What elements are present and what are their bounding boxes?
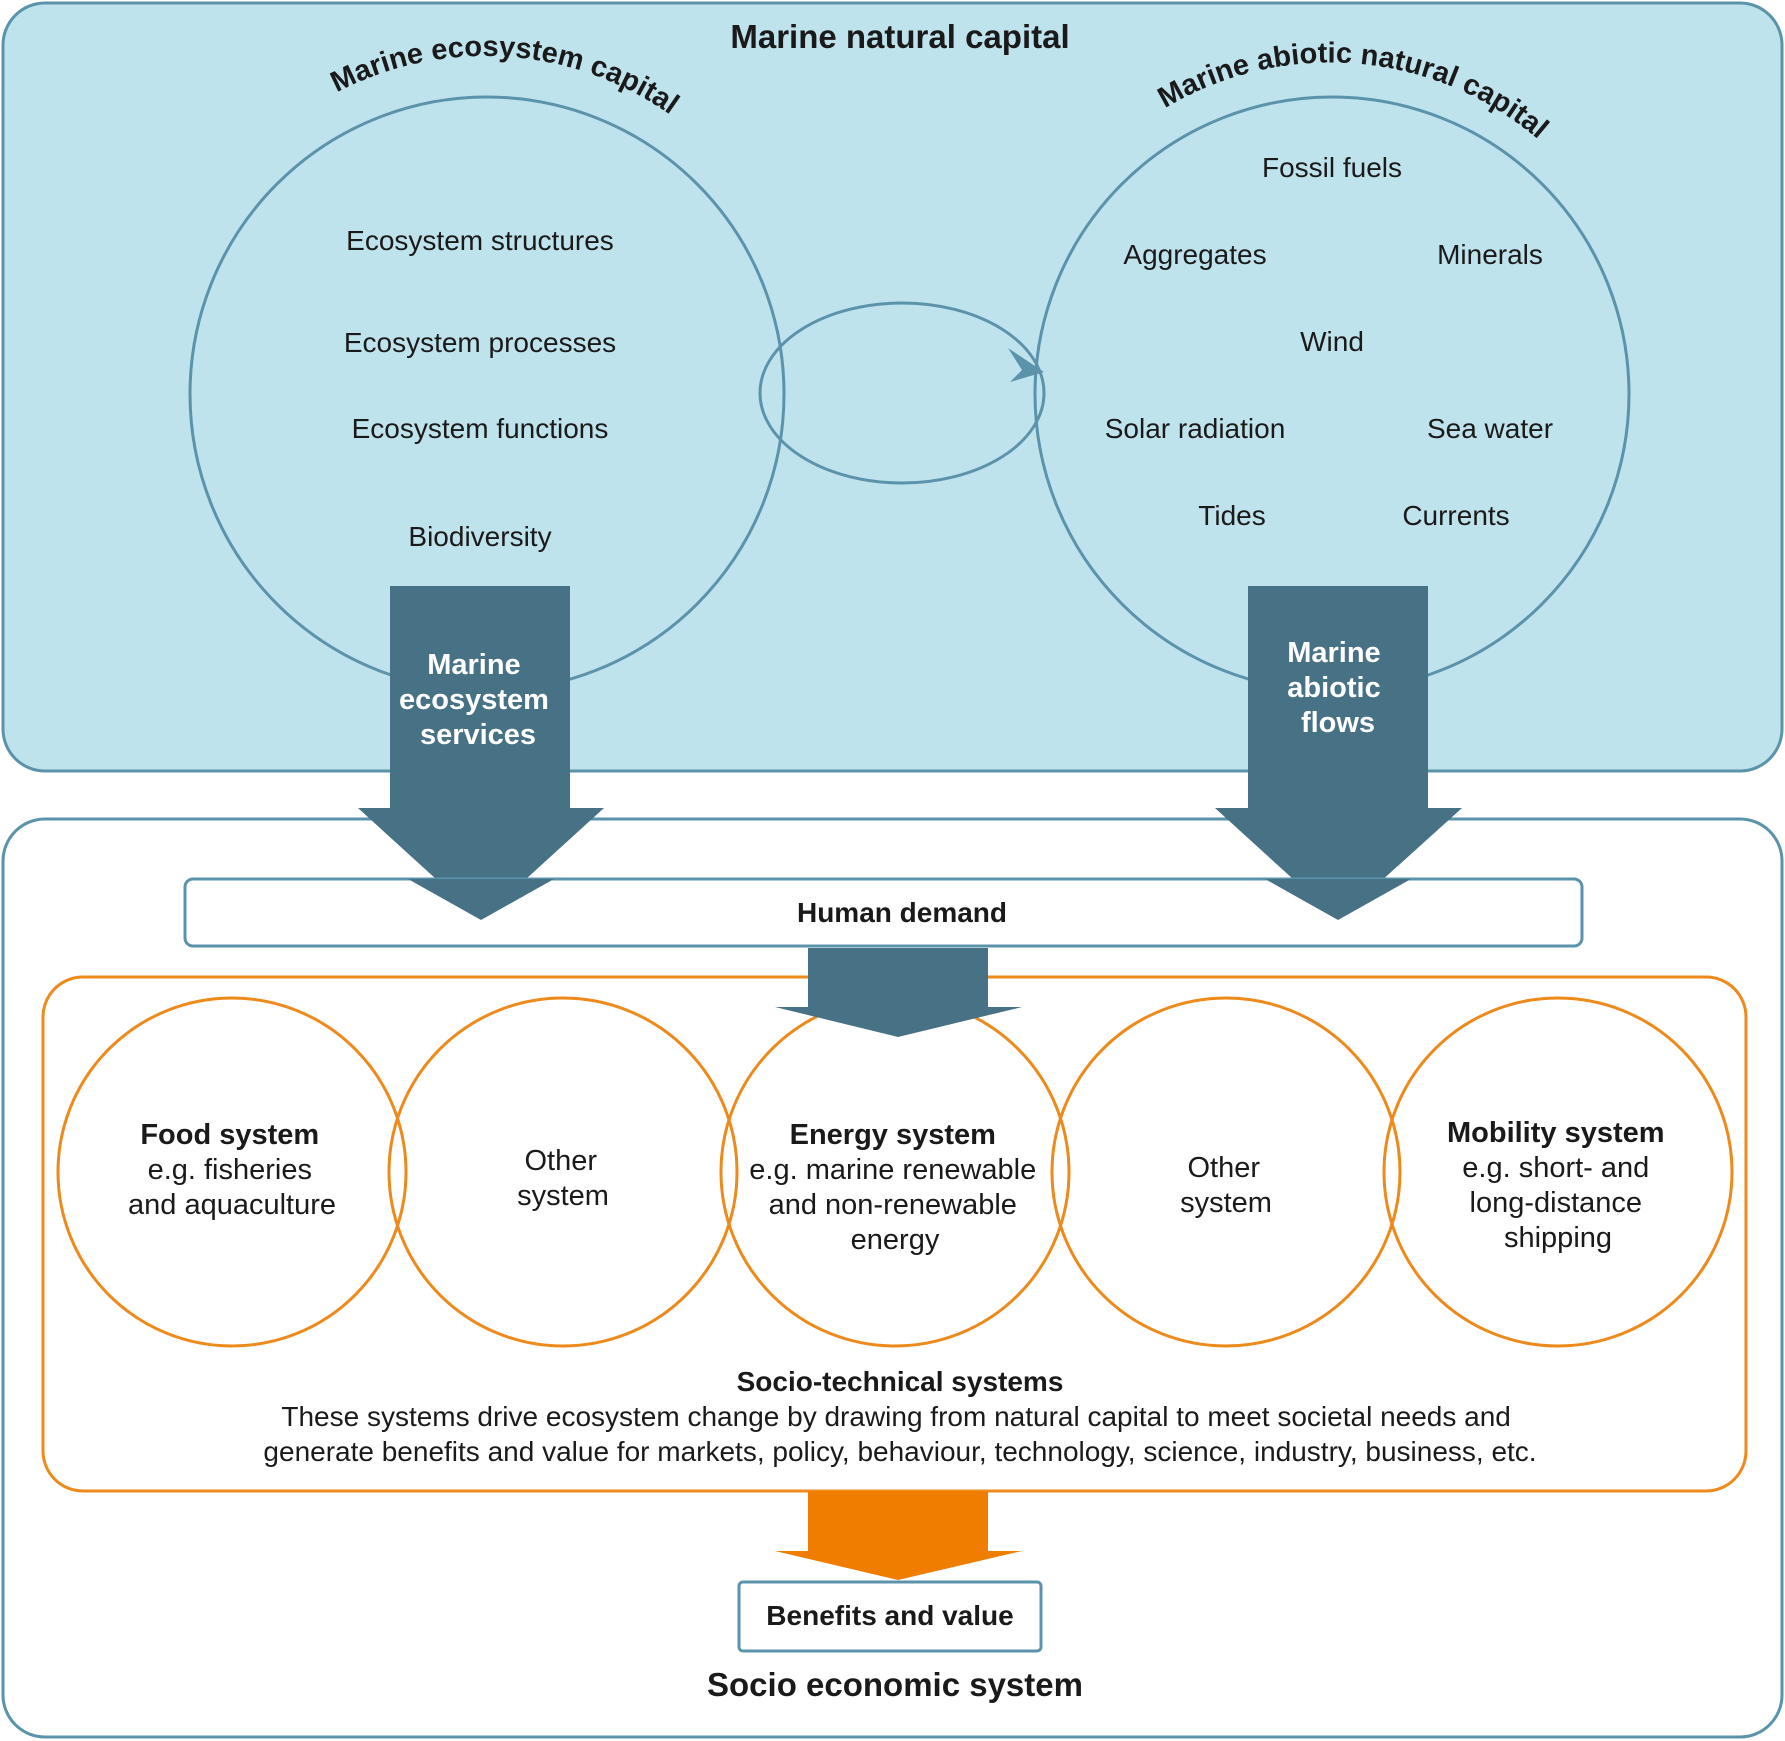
abiotic-item-currents: Currents bbox=[1402, 500, 1509, 531]
benefits-arrow bbox=[775, 1491, 1022, 1580]
other-system-circle-1 bbox=[387, 996, 739, 1348]
mobility-system-label: Mobility system e.g. short- and long-dis… bbox=[1447, 1117, 1669, 1254]
eco-item-functions: Ecosystem functions bbox=[352, 413, 609, 444]
food-system-label: Food system e.g. fisheries and aquacultu… bbox=[128, 1119, 336, 1221]
abiotic-item-solar-radiation: Solar radiation bbox=[1105, 413, 1286, 444]
cycle-ellipse bbox=[758, 301, 1046, 485]
socio-technical-description: These systems drive ecosystem change by … bbox=[263, 1401, 1536, 1467]
ecosystem-arrow-overlap bbox=[408, 879, 554, 920]
cycle-arrowhead-icon bbox=[1008, 348, 1044, 382]
abiotic-item-wind: Wind bbox=[1300, 326, 1364, 357]
human-demand-box bbox=[183, 877, 1584, 948]
mobility-system-circle bbox=[1382, 996, 1734, 1348]
abiotic-flows-arrow bbox=[1215, 586, 1462, 920]
abiotic-item-minerals: Minerals bbox=[1437, 239, 1543, 270]
socio-economic-title: Socio economic system bbox=[707, 1666, 1083, 1703]
ecosystem-services-label: Marine ecosystem services bbox=[399, 649, 557, 751]
other-system-label-1: Other system bbox=[517, 1145, 609, 1212]
abiotic-item-aggregates: Aggregates bbox=[1123, 239, 1266, 270]
natural-capital-panel bbox=[1, 1, 1784, 773]
eco-item-processes: Ecosystem processes bbox=[344, 327, 616, 358]
benefits-box bbox=[737, 1580, 1043, 1653]
other-system-label-2: Other system bbox=[1180, 1152, 1272, 1219]
abiotic-item-fossil-fuels: Fossil fuels bbox=[1262, 152, 1402, 183]
energy-system-label: Energy system e.g. marine renewable and … bbox=[749, 1119, 1040, 1256]
food-system-circle bbox=[56, 996, 408, 1348]
socio-technical-title: Socio-technical systems bbox=[737, 1366, 1064, 1397]
other-system-circle-2 bbox=[1050, 996, 1402, 1348]
human-demand-arrow bbox=[775, 948, 1022, 1037]
abiotic-item-sea-water: Sea water bbox=[1427, 413, 1553, 444]
benefits-label: Benefits and value bbox=[766, 1600, 1013, 1631]
eco-item-structures: Ecosystem structures bbox=[346, 225, 614, 256]
human-demand-label: Human demand bbox=[797, 897, 1007, 928]
eco-item-biodiversity: Biodiversity bbox=[408, 521, 551, 552]
natural-capital-title: Marine natural capital bbox=[730, 18, 1069, 55]
abiotic-flows-label: Marine abiotic flows bbox=[1287, 637, 1389, 739]
ecosystem-services-arrow bbox=[358, 586, 604, 920]
abiotic-arrow-overlap bbox=[1265, 879, 1411, 920]
abiotic-item-tides: Tides bbox=[1198, 500, 1265, 531]
